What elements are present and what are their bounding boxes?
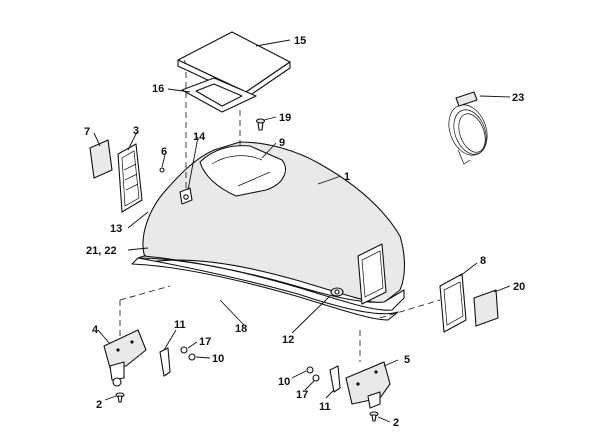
assembly-dashed-lines — [119, 72, 441, 362]
callout-8: 8 — [480, 255, 486, 267]
callout-1: 1 — [344, 171, 350, 183]
callout-13: 13 — [110, 223, 122, 235]
part-10-screw-left — [188, 353, 196, 361]
part-6-pin — [159, 167, 165, 173]
callout-16: 16 — [152, 83, 164, 95]
part-16-gasket — [181, 77, 257, 113]
callout-17-right: 17 — [296, 389, 308, 401]
part-10-screw-right — [306, 366, 314, 374]
part-8-grille — [439, 273, 467, 333]
callout-7: 7 — [84, 126, 90, 138]
part-17-washer-left — [180, 346, 188, 354]
part-3-grille — [117, 143, 143, 213]
callout-12: 12 — [282, 334, 294, 346]
part-2-screw-right — [369, 411, 379, 422]
part-4-bracket — [103, 329, 147, 387]
leader-lines — [93, 39, 511, 423]
callout-2-left: 2 — [96, 399, 102, 411]
callout-10-right: 10 — [278, 376, 290, 388]
callout-15: 15 — [294, 35, 306, 47]
callout-19: 19 — [279, 112, 291, 124]
callout-4: 4 — [92, 324, 99, 336]
part-2-screw-left — [115, 392, 125, 403]
part-1-cowling — [131, 141, 406, 321]
part-11-clip-right — [329, 365, 341, 393]
callout-17-left: 17 — [199, 336, 211, 348]
callout-20: 20 — [513, 281, 525, 293]
part-7-decal — [89, 139, 113, 179]
callout-2-right: 2 — [393, 417, 399, 429]
part-19-screw — [255, 118, 266, 131]
part-23-cable — [448, 91, 488, 165]
part-11-clip-left — [159, 347, 171, 377]
part-5-bracket — [345, 361, 391, 409]
callout-18: 18 — [235, 323, 247, 335]
part-20-decal — [473, 289, 499, 327]
callout-6: 6 — [161, 146, 167, 158]
callout-21-22: 21, 22 — [86, 245, 117, 257]
callout-10-left: 10 — [212, 353, 224, 365]
part-17-washer-right — [312, 374, 320, 382]
callout-23: 23 — [512, 92, 524, 104]
callout-5: 5 — [404, 354, 410, 366]
callout-9: 9 — [279, 137, 285, 149]
callout-labels: 15 16 19 23 7 3 14 9 6 1 13 21, 22 8 20 … — [84, 35, 525, 429]
callout-3: 3 — [133, 125, 139, 137]
callout-11-left: 11 — [174, 319, 186, 331]
callout-14: 14 — [193, 131, 206, 143]
callout-11-right: 11 — [319, 401, 331, 413]
